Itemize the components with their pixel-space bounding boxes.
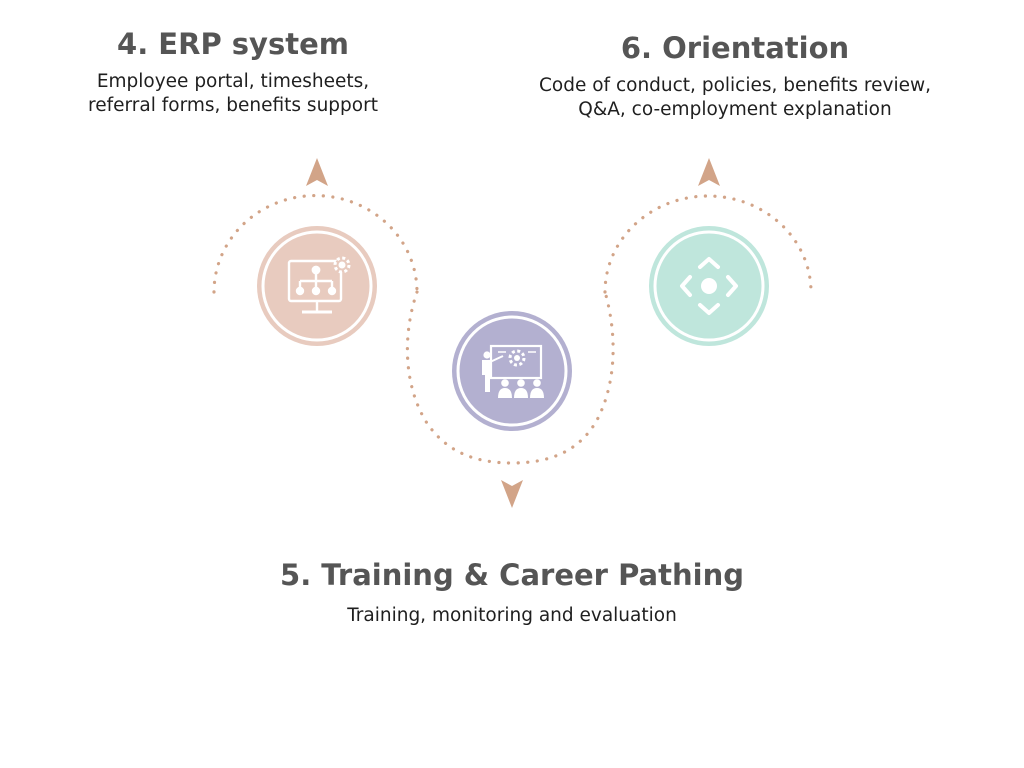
step-training: 5. Training & Career Pathing Training, m… — [232, 554, 792, 628]
step-description-line: Q&A, co-employment explanation — [578, 99, 892, 120]
step-title: 5. Training & Career Pathing — [280, 558, 744, 592]
dotted-path-middle — [405, 290, 615, 465]
step-title: 4. ERP system — [117, 27, 349, 61]
dotted-path-left — [212, 193, 419, 294]
step-description-line: Training, monitoring and evaluation — [347, 605, 677, 626]
training-circle — [452, 311, 572, 431]
arrow-down-icon — [501, 480, 523, 508]
arrow-up-icon — [698, 158, 720, 186]
orientation-circle — [649, 226, 769, 346]
erp-circle — [257, 226, 377, 346]
compass-directions-icon — [680, 257, 738, 315]
step-description: Employee portal, timesheets, referral fo… — [48, 70, 418, 118]
step-description-line: referral forms, benefits support — [88, 95, 378, 116]
computer-network-gear-icon — [287, 256, 351, 314]
step-description-line: Employee portal, timesheets, — [96, 71, 370, 92]
step-description-line: Code of conduct, policies, benefits revi… — [539, 75, 931, 96]
presentation-trainer-icon — [482, 344, 544, 398]
arrow-up-icon — [306, 158, 328, 186]
step-erp: 4. ERP system Employee portal, timesheet… — [48, 24, 418, 118]
step-orientation: 6. Orientation Code of conduct, policies… — [498, 28, 972, 122]
step-title: 6. Orientation — [620, 31, 850, 65]
step-description: Code of conduct, policies, benefits revi… — [498, 74, 972, 122]
step-description: Training, monitoring and evaluation — [232, 604, 792, 628]
